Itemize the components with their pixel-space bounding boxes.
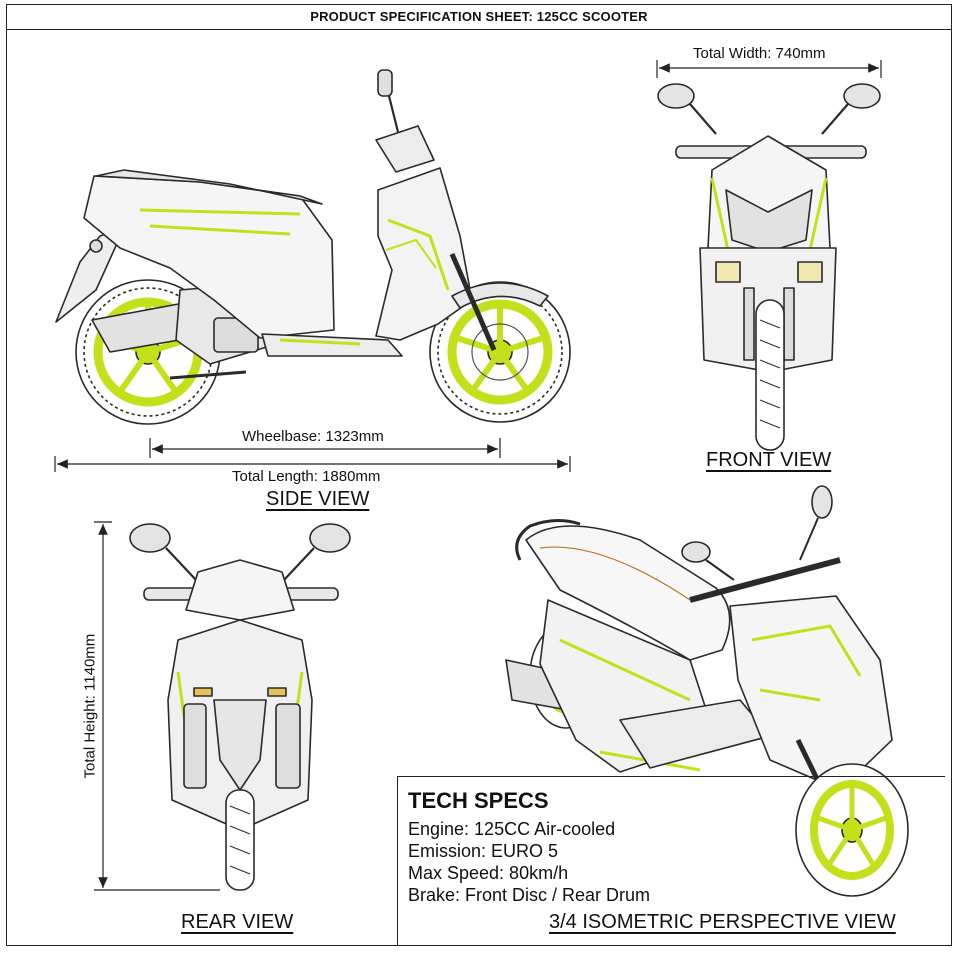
side-view-scooter [55, 69, 571, 425]
front-dimension-line [656, 60, 882, 78]
rear-view-label: REAR VIEW [181, 911, 294, 933]
side-dimension-lines [54, 438, 571, 472]
isometric-view-label: 3/4 ISOMETRIC PERSPECTIVE VIEW [549, 911, 896, 933]
side-front-wheel [429, 281, 571, 423]
spec-engine: Engine: 125CC Air-cooled [408, 819, 616, 839]
sheet-title: PRODUCT SPECIFICATION SHEET: 125CC SCOOT… [310, 9, 648, 24]
front-view-scooter [657, 83, 881, 451]
tech-specs-title: TECH SPECS [408, 788, 549, 813]
tech-specs-box [397, 776, 945, 946]
total-height-label: Total Height: 1140mm [81, 633, 99, 779]
front-view-label: FRONT VIEW [706, 449, 832, 471]
total-length-label: Total Length: 1880mm [232, 468, 381, 485]
wheelbase-label: Wheelbase: 1323mm [242, 428, 384, 445]
total-width-label: Total Width: 740mm [693, 45, 826, 62]
isometric-view-scooter [505, 485, 909, 897]
spec-max-speed: Max Speed: 80km/h [408, 863, 569, 883]
side-view-label: SIDE VIEW [266, 488, 370, 510]
spec-emission: Emission: EURO 5 [408, 841, 559, 861]
title-bar: PRODUCT SPECIFICATION SHEET: 125CC SCOOT… [6, 4, 952, 30]
rear-dimension-line [94, 521, 220, 891]
spec-brake: Brake: Front Disc / Rear Drum [408, 885, 651, 905]
sheet-frame [6, 4, 952, 946]
rear-view-scooter [129, 523, 351, 891]
